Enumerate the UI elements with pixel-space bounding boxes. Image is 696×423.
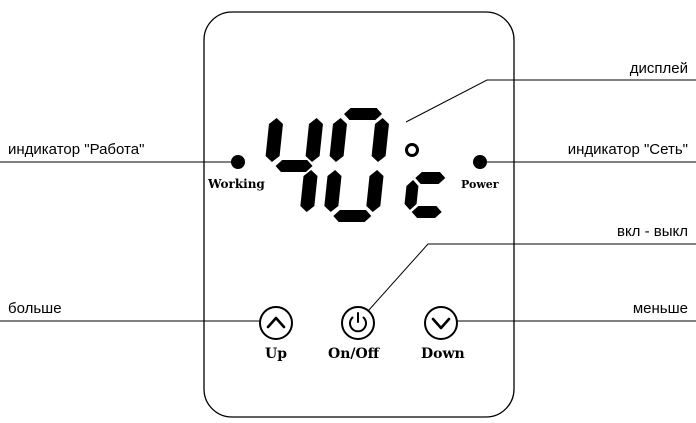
chevron-down-icon — [431, 317, 451, 330]
power-indicator-dot — [473, 155, 487, 169]
onoff-label: On/Off — [328, 346, 380, 362]
down-label: Down — [421, 346, 465, 362]
up-label: Up — [265, 346, 287, 362]
callout-display: дисплей — [629, 60, 688, 77]
callout-onoff: вкл - выкл — [616, 223, 688, 240]
callout-working-indicator: индикатор "Работа" — [8, 141, 145, 158]
working-label: Working — [208, 177, 265, 191]
callout-power-indicator: индикатор "Сеть" — [567, 141, 688, 158]
onoff-button[interactable] — [341, 306, 375, 340]
degree-mark — [405, 143, 419, 157]
leader-line-onoff — [359, 243, 696, 321]
working-indicator-dot — [231, 155, 245, 169]
digit-0 — [324, 108, 389, 222]
leader-line-display — [405, 79, 696, 123]
callout-less: меньше — [632, 300, 688, 317]
callout-more: больше — [8, 300, 62, 317]
up-button[interactable] — [259, 306, 293, 340]
power-icon — [349, 312, 367, 333]
chevron-up-icon — [266, 316, 286, 329]
power-label: Power — [461, 178, 499, 191]
seven-segment-display — [265, 108, 446, 222]
digit-4 — [265, 118, 323, 212]
unit-c-segments — [404, 172, 446, 218]
down-button[interactable] — [424, 306, 458, 340]
